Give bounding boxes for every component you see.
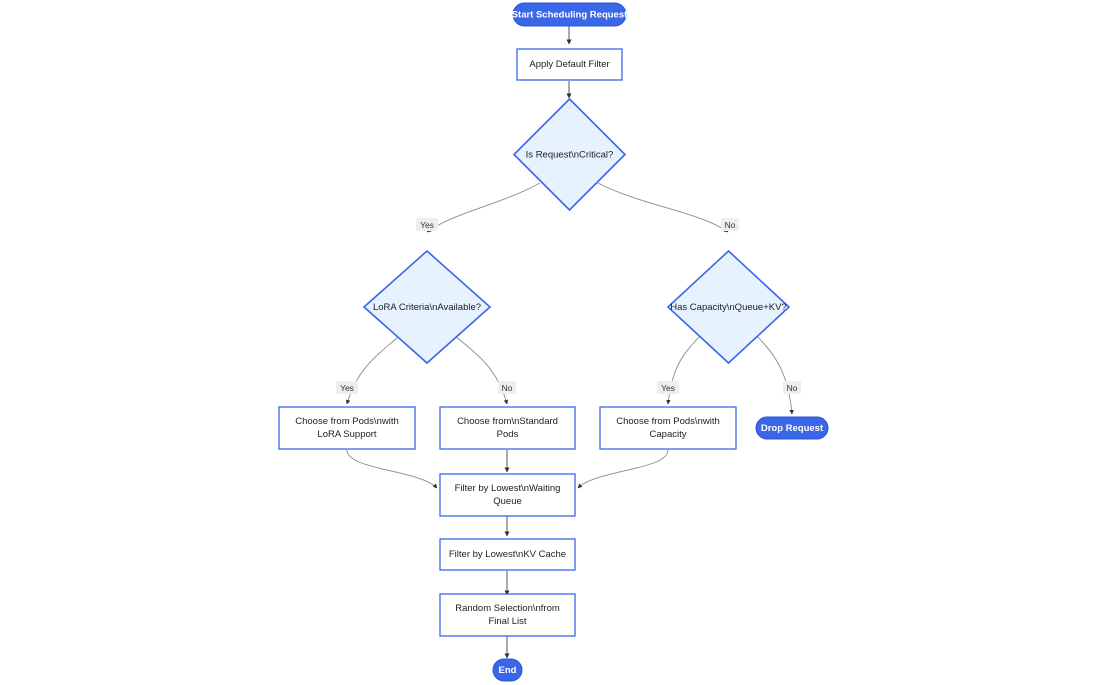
node-is-request-critical-shape[interactable]: [512, 97, 627, 212]
edge-critical-yes-to-lora: [426, 182, 541, 233]
node-random-selection-label-line1: Random Selection\nfrom: [455, 603, 560, 614]
node-start-label: Start Scheduling Request: [512, 10, 628, 21]
node-choose-standard-pods-shape[interactable]: [439, 406, 576, 450]
node-choose-standard-pods-label-line2: Pods: [497, 429, 519, 440]
node-end[interactable]: End: [492, 658, 523, 682]
node-is-request-critical[interactable]: Is Request\nCritical?: [512, 97, 627, 212]
node-choose-lora-pods-label-line2: LoRA Support: [317, 429, 377, 440]
node-choose-lora-pods[interactable]: Choose from Pods\nwith LoRA Support: [278, 406, 416, 450]
edge-label-critical-yes-text: Yes: [420, 220, 434, 230]
node-filter-kv-cache-label: Filter by Lowest\nKV Cache: [449, 549, 566, 560]
node-end-label: End: [499, 665, 517, 676]
node-apply-default-filter[interactable]: Apply Default Filter: [516, 48, 623, 81]
node-filter-waiting-queue-shape[interactable]: [439, 473, 576, 517]
node-choose-capacity-pods-label-line2: Capacity: [650, 429, 687, 440]
node-start[interactable]: Start Scheduling Request: [512, 2, 628, 27]
node-filter-kv-cache[interactable]: Filter by Lowest\nKV Cache: [439, 538, 576, 571]
edge-label-lora-yes-text: Yes: [340, 383, 354, 393]
edge-label-lora-no: No: [498, 381, 516, 394]
node-random-selection-shape[interactable]: [439, 593, 576, 637]
edge-label-critical-no-text: No: [725, 220, 736, 230]
node-choose-capacity-pods-label-line1: Choose from Pods\nwith: [616, 416, 720, 427]
edge-choose-capacity-to-filter-queue: [577, 449, 669, 489]
node-choose-standard-pods[interactable]: Choose from\nStandard Pods: [439, 406, 576, 450]
node-is-request-critical-label: Is Request\nCritical?: [526, 150, 614, 161]
edge-label-group: Yes No Yes No Yes No: [336, 218, 801, 394]
node-lora-criteria-available-label: LoRA Criteria\nAvailable?: [373, 302, 481, 313]
node-has-capacity[interactable]: Has Capacity\nQueue+KV?: [666, 249, 791, 365]
node-has-capacity-label: Has Capacity\nQueue+KV?: [670, 302, 786, 313]
node-choose-standard-pods-label-line1: Choose from\nStandard: [457, 416, 558, 427]
node-random-selection[interactable]: Random Selection\nfrom Final List: [439, 593, 576, 637]
edge-capacity-no-to-drop: [756, 335, 794, 415]
edge-label-critical-yes: Yes: [416, 218, 438, 231]
node-random-selection-label-line2: Final List: [488, 616, 526, 627]
node-choose-lora-pods-label-line1: Choose from Pods\nwith: [295, 416, 399, 427]
edge-group: [345, 26, 794, 659]
edge-label-capacity-yes: Yes: [657, 381, 679, 394]
node-choose-capacity-pods-shape[interactable]: [599, 406, 737, 450]
edge-choose-lora-to-filter-queue: [346, 449, 438, 489]
edge-label-critical-no: No: [721, 218, 739, 231]
node-filter-waiting-queue[interactable]: Filter by Lowest\nWaiting Queue: [439, 473, 576, 517]
node-filter-kv-cache-shape[interactable]: [439, 538, 576, 571]
node-choose-capacity-pods[interactable]: Choose from Pods\nwith Capacity: [599, 406, 737, 450]
node-drop-request-label: Drop Request: [761, 423, 824, 434]
node-filter-waiting-queue-label-line2: Queue: [493, 496, 522, 507]
node-lora-criteria-available[interactable]: LoRA Criteria\nAvailable?: [362, 249, 492, 365]
node-drop-request-shape[interactable]: [755, 416, 829, 440]
node-apply-default-filter-shape[interactable]: [516, 48, 623, 81]
edge-label-lora-no-text: No: [502, 383, 513, 393]
node-start-shape[interactable]: [512, 2, 627, 27]
edge-label-capacity-no: No: [783, 381, 801, 394]
node-drop-request[interactable]: Drop Request: [755, 416, 829, 440]
edge-label-lora-yes: Yes: [336, 381, 358, 394]
edge-capacity-yes-to-choose-capacity: [666, 335, 701, 405]
node-choose-lora-pods-shape[interactable]: [278, 406, 416, 450]
edge-label-capacity-yes-text: Yes: [661, 383, 675, 393]
node-filter-waiting-queue-label-line1: Filter by Lowest\nWaiting: [455, 483, 561, 494]
edge-label-capacity-no-text: No: [787, 383, 798, 393]
node-lora-criteria-available-shape[interactable]: [362, 249, 492, 365]
node-apply-default-filter-label: Apply Default Filter: [529, 59, 609, 70]
edge-critical-no-to-capacity: [597, 182, 729, 233]
node-has-capacity-shape[interactable]: [666, 249, 791, 365]
node-end-shape[interactable]: [492, 658, 523, 682]
